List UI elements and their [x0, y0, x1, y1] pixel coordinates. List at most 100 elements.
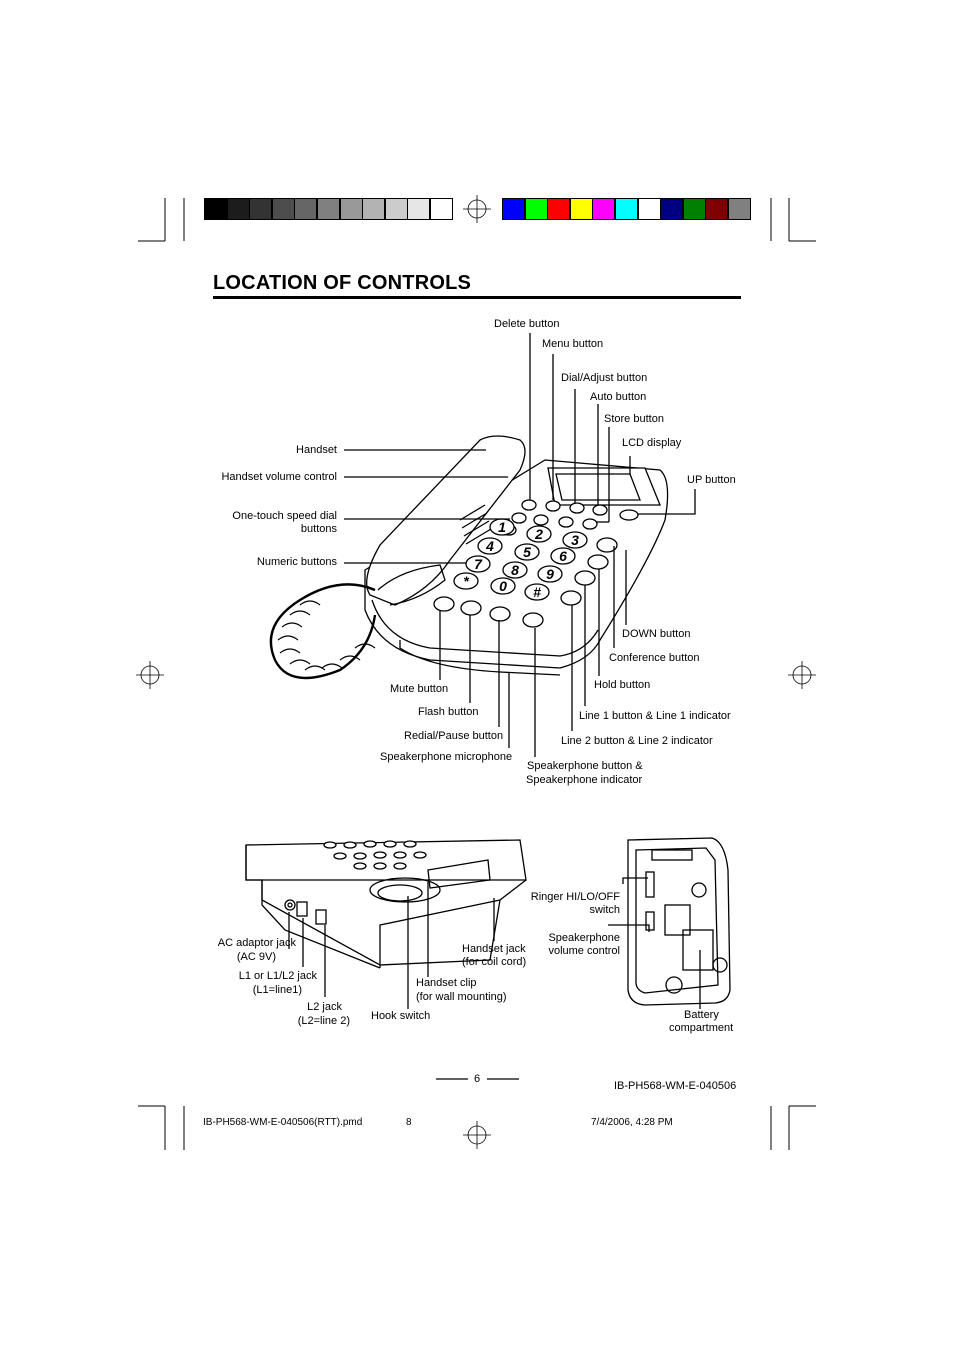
label-down-button: DOWN button: [622, 628, 691, 640]
page-title: LOCATION OF CONTROLS: [213, 272, 472, 294]
keypad-digit: 0: [499, 578, 507, 594]
keypad-button: [524, 583, 550, 601]
keypad-button: [453, 572, 479, 590]
keypad-digit: 4: [485, 538, 494, 554]
label-ringer-switch-line2: switch: [589, 904, 620, 916]
label-speakerphone-button-line1: Speakerphone button &: [527, 760, 643, 772]
grays-swatch: [249, 198, 273, 220]
label-ac-adaptor-line1: AC adaptor jack: [217, 937, 296, 949]
keypad-digit: 9: [546, 566, 554, 582]
label-numeric-buttons: Numeric buttons: [256, 556, 337, 568]
label-battery-line2: compartment: [669, 1022, 734, 1034]
label-hook-switch: Hook switch: [371, 1010, 431, 1022]
grays-swatch: [317, 198, 340, 220]
label-speakerphone-volume-line2: volume control: [548, 945, 620, 957]
colors-swatch: [569, 198, 593, 220]
colors-swatch: [637, 198, 661, 220]
keypad-digit: 6: [559, 548, 567, 564]
label-line2-button: Line 2 button & Line 2 indicator: [561, 735, 713, 747]
grays-swatch: [407, 198, 431, 220]
title-rule: [213, 296, 741, 299]
grays-swatch: [384, 198, 408, 220]
label-mute-button: Mute button: [390, 683, 449, 695]
label-hold-button: Hold button: [594, 679, 651, 691]
keypad-digit: 3: [571, 532, 579, 548]
colors-swatch: [615, 198, 638, 220]
colors-swatch: [660, 198, 684, 220]
label-conference-button: Conference button: [609, 652, 700, 664]
label-speakerphone-button-line2: Speakerphone indicator: [526, 774, 643, 786]
keypad-button: [477, 537, 503, 555]
grays-swatch: [339, 198, 363, 220]
keypad-button: [502, 561, 528, 579]
label-battery-line1: Battery: [684, 1009, 719, 1021]
keypad-digit: 5: [523, 544, 531, 560]
colors-swatch: [502, 198, 525, 220]
leader-lines-top: [344, 333, 696, 757]
footer-date: 7/4/2006, 4:28 PM: [591, 1117, 673, 1128]
keypad-button: [526, 525, 552, 543]
label-dial-adjust-button: Dial/Adjust button: [561, 372, 648, 384]
keypad-button: [550, 547, 576, 565]
keypad-button: [562, 531, 588, 549]
keypad-button: [490, 577, 516, 595]
wall-bracket-back-view: [627, 837, 731, 1006]
numeric-keypad: 1 2 3 4 5 6 7 8 9 * 0 #: [453, 518, 588, 601]
label-speakerphone-microphone: Speakerphone microphone: [380, 751, 513, 763]
label-delete-button: Delete button: [494, 318, 560, 330]
keypad-button: [514, 543, 540, 561]
keypad-digit: 1: [498, 519, 506, 535]
colors-swatch: [682, 198, 706, 220]
leader-lines-bottom-right: [608, 877, 701, 1009]
label-up-button: UP button: [687, 474, 736, 486]
label-handset-volume: Handset volume control: [221, 471, 337, 483]
label-one-touch-line2: buttons: [300, 523, 337, 535]
colors-swatch: [524, 198, 548, 220]
grays-swatch: [294, 198, 318, 220]
label-l1-jack-line1: L1 or L1/L2 jack: [238, 970, 317, 982]
label-flash-button: Flash button: [418, 706, 479, 718]
colors-swatch: [547, 198, 571, 220]
colors-swatch: [705, 198, 729, 220]
registration-targets: [136, 195, 816, 1149]
keypad-digit: #: [533, 584, 541, 600]
grays-swatch: [204, 198, 227, 220]
label-handset: Handset: [296, 444, 337, 456]
keypad-digit: 2: [534, 526, 543, 542]
leader-lines-bottom-left: [288, 882, 495, 1009]
label-redial-pause-button: Redial/Pause button: [404, 730, 504, 742]
label-menu-button: Menu button: [542, 338, 604, 350]
grays-swatch: [430, 198, 453, 220]
grays-swatch: [362, 198, 386, 220]
footer-file-name: IB-PH568-WM-E-040506(RTT).pmd: [203, 1117, 363, 1128]
keypad-digit: 7: [474, 556, 483, 572]
keypad-button: [537, 565, 563, 583]
footer-sheet-number: 8: [406, 1117, 412, 1128]
grays-swatch: [226, 198, 250, 220]
label-l1-jack-line2: (L1=line1): [252, 984, 302, 996]
label-handset-jack-line2: (for coil cord): [462, 956, 527, 968]
label-l2-jack-line1: L2 jack: [307, 1001, 342, 1013]
keypad-button: [465, 555, 491, 573]
label-ringer-switch-line1: Ringer HI/LO/OFF: [530, 891, 620, 903]
label-handset-jack-line1: Handset jack: [462, 943, 526, 955]
colors-swatch: [728, 198, 751, 220]
document-code: IB-PH568-WM-E-040506: [614, 1080, 737, 1092]
phone-side-view: [245, 839, 527, 969]
keypad-digit: 8: [511, 562, 519, 578]
label-one-touch-line1: One-touch speed dial: [232, 510, 337, 522]
label-speakerphone-volume-line1: Speakerphone: [548, 932, 620, 944]
label-auto-button: Auto button: [590, 391, 647, 403]
label-lcd-display: LCD display: [622, 437, 682, 449]
label-handset-clip-line2: (for wall mounting): [416, 991, 507, 1003]
colors-swatch: [592, 198, 616, 220]
label-l2-jack-line2: (L2=line 2): [297, 1015, 350, 1027]
keypad-digit: *: [463, 573, 469, 589]
page-number: 6: [474, 1073, 481, 1085]
label-handset-clip-line1: Handset clip: [416, 977, 477, 989]
grays-swatch: [271, 198, 295, 220]
label-ac-adaptor-line2: (AC 9V): [236, 951, 276, 963]
label-line1-button: Line 1 button & Line 1 indicator: [579, 710, 731, 722]
label-store-button: Store button: [604, 413, 664, 425]
